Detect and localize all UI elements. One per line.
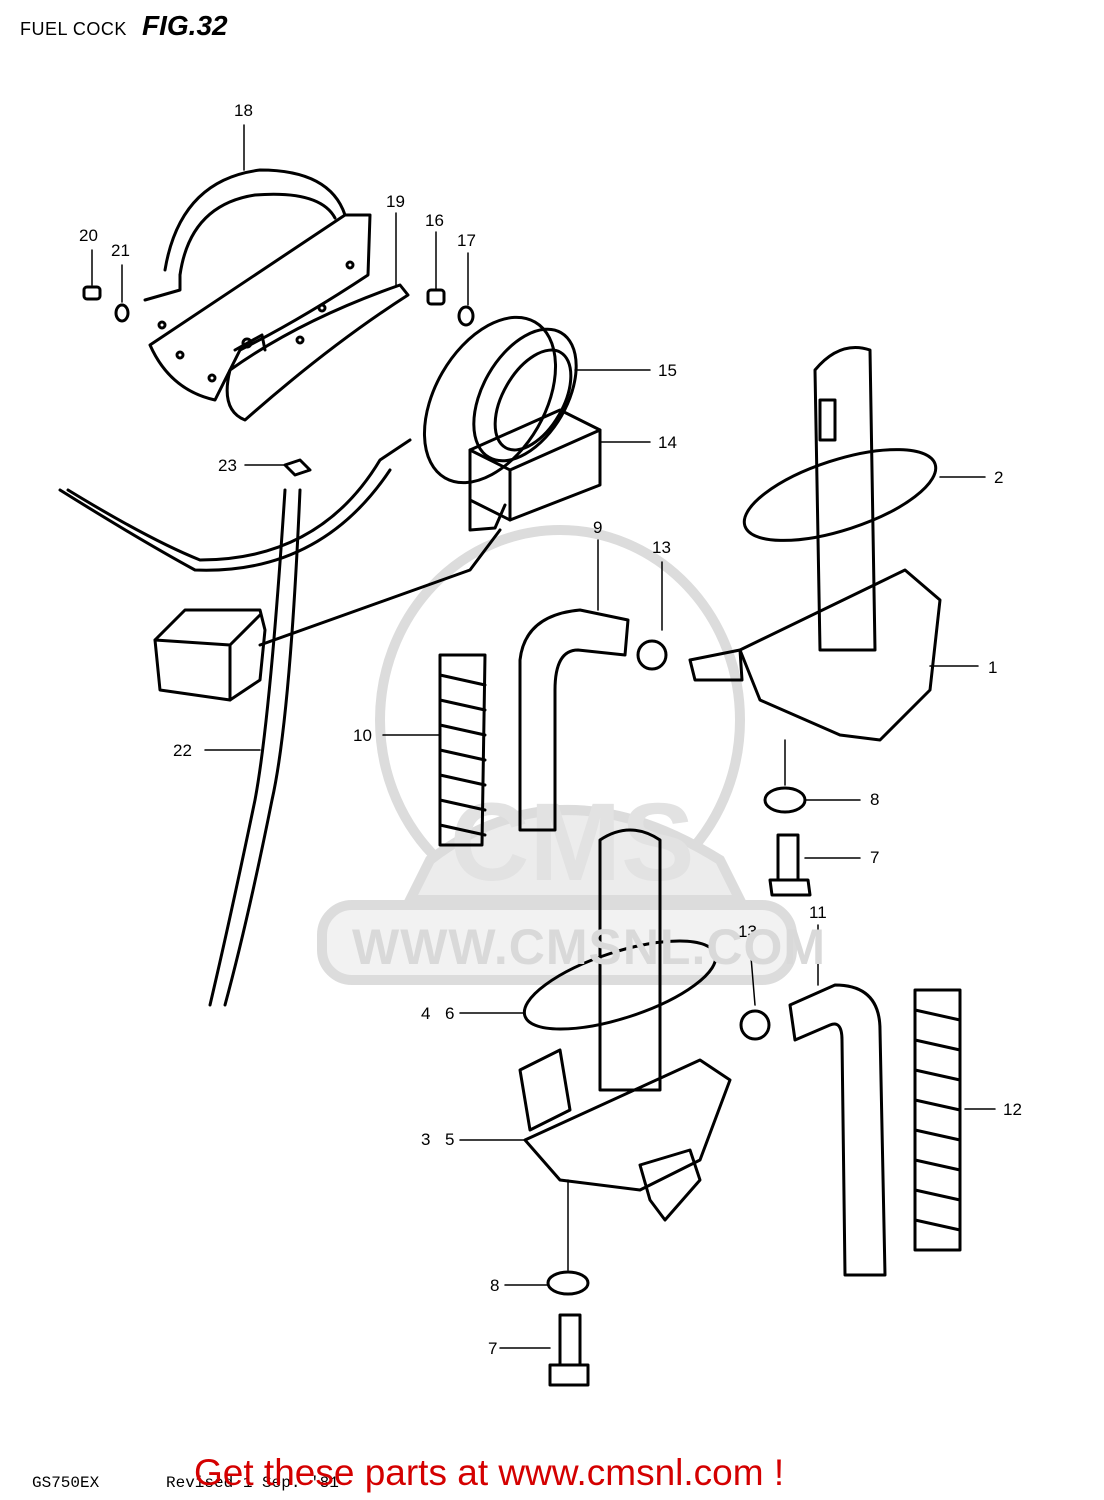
callout-12: 12 [1003,1100,1022,1119]
part-2-oring [742,448,938,542]
callout-7-upper: 7 [870,848,879,867]
callout-18: 18 [234,101,253,120]
watermark-text: WWW.CMSNL.COM [352,919,827,975]
part-15-gasket [422,315,578,485]
callout-14: 14 [658,433,677,452]
figure-number: FIG.32 [142,10,228,41]
callout-5: 5 [445,1130,454,1149]
callout-labels: 1 2 3 4 5 6 7 7 8 8 9 10 11 12 13 13 14 … [79,101,1022,1358]
part-3-5-fuel-cock [518,828,732,1222]
callout-10: 10 [353,726,372,745]
part-10-spring [438,653,487,847]
callout-20: 20 [79,226,98,245]
part-11-hose [788,983,887,1277]
get-parts-link[interactable]: Get these parts at www.cmsnl.com ! [194,1452,785,1493]
fuel-float [153,608,267,702]
part-20-21-screw [82,285,130,323]
revision-note: Revised 1 Sep. '81 [166,1474,339,1492]
part-23-clip [283,458,312,477]
wire-harness [66,438,412,562]
callout-13-upper: 13 [652,538,671,557]
part-13-clip-lower [739,1009,771,1041]
callout-21: 21 [111,241,130,260]
callout-7-lower: 7 [488,1339,497,1358]
watermark-logo: CMS [317,525,797,985]
part-13-clip-upper [636,639,668,671]
part-16-17-screw [426,288,475,327]
callout-8-lower: 8 [490,1276,499,1295]
part-7-bolt-lower [548,1313,590,1387]
callout-17: 17 [457,231,476,250]
part-7-bolt-upper [768,833,812,897]
callout-15: 15 [658,361,677,380]
callout-11: 11 [809,903,827,922]
callout-8-upper: 8 [870,790,879,809]
model-code: GS750EX [32,1474,100,1492]
leader-lines [91,124,996,1349]
part-18-band [143,168,372,402]
part-14-sender [258,408,602,647]
callout-19: 19 [386,192,405,211]
part-8-washer-upper [763,786,807,814]
callout-4: 4 [421,1004,430,1023]
part-19-strip [225,283,410,422]
part-8-washer-lower [546,1270,590,1296]
callout-22: 22 [173,741,192,760]
callout-1: 1 [988,658,997,677]
callout-9: 9 [593,518,602,537]
part-12-spring [913,988,962,1252]
callout-3: 3 [421,1130,430,1149]
watermark-logo-text: CMS [450,781,694,904]
callout-6: 6 [445,1004,454,1023]
part-22-hose [208,488,287,1007]
callout-13-lower: 13 [738,922,757,941]
part-9-hose [518,608,630,832]
part-4-6-oring [522,939,718,1031]
part-1-fuel-cock [688,346,942,742]
callout-16: 16 [425,211,444,230]
page-title: FUEL COCK [20,19,127,39]
callout-23: 23 [218,456,237,475]
callout-2: 2 [994,468,1003,487]
